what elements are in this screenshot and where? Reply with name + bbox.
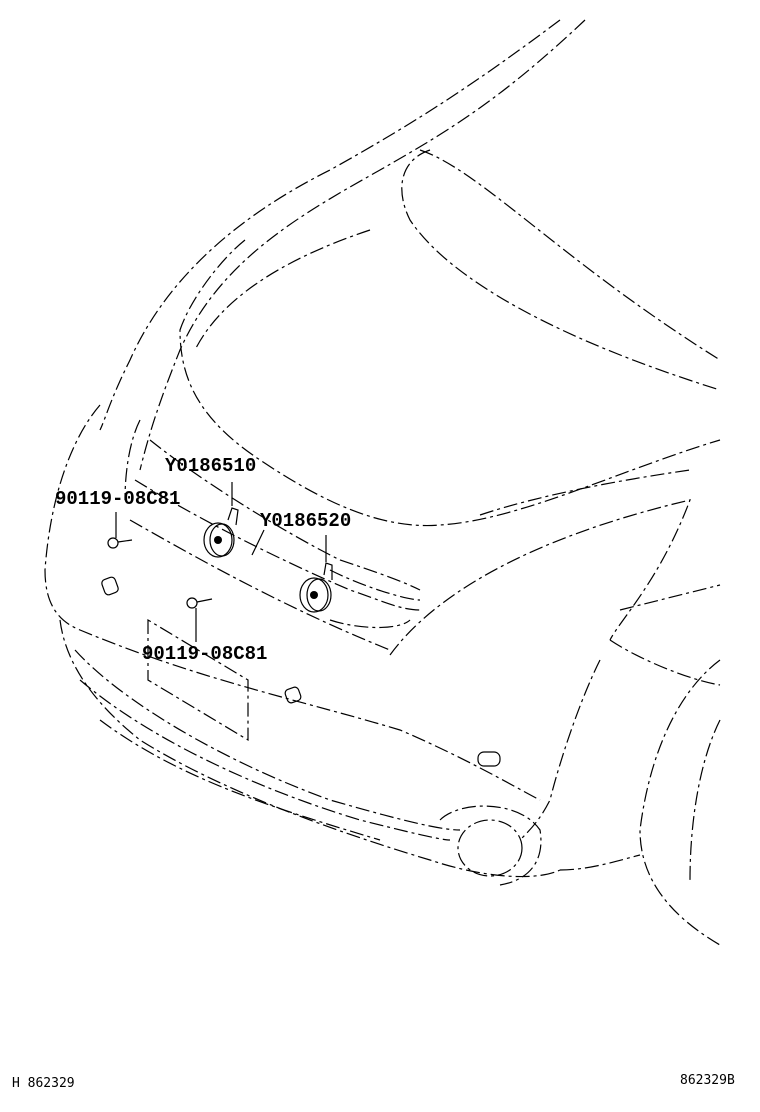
callout-y0186520[interactable]: Y0186520 <box>260 510 352 532</box>
horn-y0186510 <box>203 507 239 558</box>
footer-left-code: H 862329 <box>12 1076 75 1091</box>
body-outline <box>44 19 721 946</box>
horn-y0186520 <box>299 562 333 613</box>
leader-lines <box>115 482 327 642</box>
callout-bolt-left[interactable]: 90119-08C81 <box>55 488 181 510</box>
callout-bolt-center[interactable]: 90119-08C81 <box>142 643 268 665</box>
footer-right-code: 862329B <box>680 1073 735 1088</box>
bolt-icons <box>107 537 213 609</box>
callout-y0186510[interactable]: Y0186510 <box>165 455 257 477</box>
